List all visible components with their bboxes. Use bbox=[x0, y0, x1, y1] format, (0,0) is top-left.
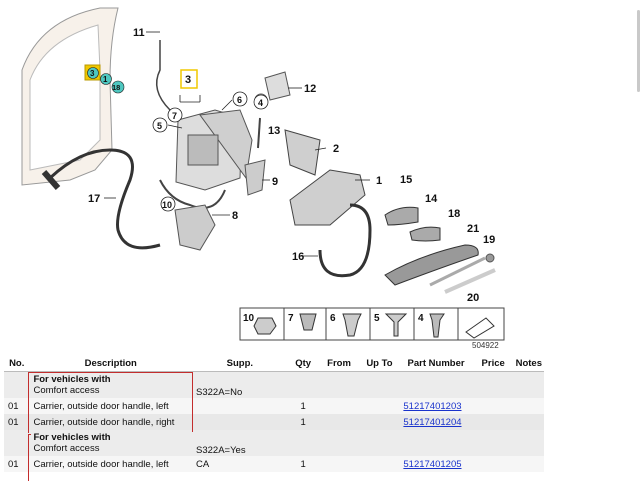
svg-text:13: 13 bbox=[268, 125, 280, 137]
row-supp bbox=[192, 414, 288, 430]
part-number-link[interactable]: 51217401204 bbox=[403, 416, 462, 428]
section-supp: S322A=No bbox=[192, 371, 288, 398]
svg-text:16: 16 bbox=[292, 251, 304, 263]
scrollbar[interactable] bbox=[637, 10, 640, 92]
fastener-legend: 10 7 6 5 4 bbox=[239, 307, 505, 341]
header-description: Description bbox=[29, 356, 193, 372]
svg-text:9: 9 bbox=[272, 176, 278, 188]
svg-text:11: 11 bbox=[133, 27, 145, 39]
svg-text:7: 7 bbox=[172, 111, 177, 121]
section-supp: S322A=Yes bbox=[192, 430, 288, 456]
svg-text:4: 4 bbox=[418, 313, 424, 324]
svg-text:20: 20 bbox=[467, 292, 479, 304]
part-9 bbox=[244, 159, 266, 196]
svg-text:18: 18 bbox=[112, 83, 120, 92]
row-qty: 1 bbox=[287, 456, 319, 472]
trim-20 bbox=[444, 268, 496, 294]
release-unit bbox=[174, 204, 216, 251]
row-qty: 1 bbox=[287, 414, 319, 430]
bowden-cable-8 bbox=[159, 179, 226, 209]
parts-diagram: 11 3 5 6 7 4 12 13 2 9 1 8 10 17 16 15 1… bbox=[21, 7, 505, 350]
door-lock bbox=[175, 109, 253, 191]
part-12 bbox=[264, 71, 291, 101]
part-number-link[interactable]: 51217401203 bbox=[403, 400, 462, 412]
table-row[interactable]: 01 Carrier, outside door handle, right 1… bbox=[4, 414, 544, 430]
svg-text:15: 15 bbox=[400, 174, 412, 186]
row-description: Carrier, outside door handle, right bbox=[29, 414, 193, 430]
part-number-link[interactable]: 51217401205 bbox=[403, 458, 462, 470]
svg-text:1: 1 bbox=[376, 175, 382, 187]
header-notes: Notes bbox=[513, 356, 544, 372]
section-title: For vehicles with bbox=[33, 432, 111, 443]
group-marker-end bbox=[28, 372, 193, 432]
row-description: Carrier, outside door handle, left bbox=[29, 456, 193, 472]
callout-3-box bbox=[180, 69, 198, 89]
section-title: For vehicles with bbox=[33, 374, 111, 385]
row-no: 01 bbox=[4, 456, 30, 472]
svg-text:2: 2 bbox=[333, 143, 339, 155]
svg-text:3: 3 bbox=[90, 69, 95, 78]
part-19 bbox=[485, 253, 495, 263]
row-no: 01 bbox=[4, 398, 30, 414]
handle-caps bbox=[384, 206, 441, 242]
svg-text:14: 14 bbox=[425, 193, 438, 205]
svg-text:10: 10 bbox=[243, 313, 255, 324]
svg-text:6: 6 bbox=[330, 313, 336, 324]
parts-table: No. Description Supp. Qty From Up To Par… bbox=[4, 356, 544, 472]
svg-text:17: 17 bbox=[88, 193, 100, 205]
row-no: 01 bbox=[4, 414, 30, 430]
group-marker bbox=[28, 372, 193, 433]
part-13 bbox=[257, 117, 261, 149]
svg-text:5: 5 bbox=[157, 121, 162, 131]
header-price: Price bbox=[472, 356, 514, 372]
outside-door-handle bbox=[384, 244, 479, 286]
table-row[interactable]: 01 Carrier, outside door handle, left 1 … bbox=[4, 398, 544, 414]
svg-text:5: 5 bbox=[374, 313, 380, 324]
header-upto: Up To bbox=[359, 356, 400, 372]
svg-text:4: 4 bbox=[258, 98, 263, 108]
svg-text:6: 6 bbox=[237, 95, 242, 105]
row-description: Carrier, outside door handle, left bbox=[29, 398, 193, 414]
group-marker bbox=[28, 434, 31, 481]
row-qty: 1 bbox=[287, 398, 319, 414]
trim-21 bbox=[429, 256, 486, 287]
svg-text:12: 12 bbox=[304, 83, 316, 95]
header-supp: Supp. bbox=[192, 356, 288, 372]
rod-11 bbox=[155, 40, 171, 111]
section-subtitle: Comfort access bbox=[33, 385, 100, 396]
svg-text:7: 7 bbox=[288, 313, 294, 324]
callout-labels: 11 3 5 6 7 4 12 13 2 9 1 8 10 17 16 15 1… bbox=[84, 27, 495, 304]
door-outline bbox=[21, 7, 119, 186]
header-from: From bbox=[318, 356, 360, 372]
cable-17 bbox=[48, 148, 161, 250]
section-subtitle: Comfort access bbox=[33, 443, 100, 454]
svg-text:3: 3 bbox=[185, 74, 191, 86]
header-no: No. bbox=[4, 356, 30, 372]
table-row[interactable]: 01 Carrier, outside door handle, left CA… bbox=[4, 456, 544, 472]
svg-text:19: 19 bbox=[483, 234, 495, 246]
svg-text:21: 21 bbox=[467, 223, 479, 235]
svg-text:8: 8 bbox=[232, 210, 238, 222]
image-number: 504922 bbox=[472, 341, 499, 350]
row-supp bbox=[192, 398, 288, 414]
table-header-row: No. Description Supp. Qty From Up To Par… bbox=[4, 356, 544, 372]
svg-text:10: 10 bbox=[162, 200, 172, 210]
svg-text:1: 1 bbox=[103, 75, 108, 84]
handle-carrier bbox=[284, 129, 366, 226]
row-supp: CA bbox=[192, 456, 288, 472]
svg-text:18: 18 bbox=[448, 208, 460, 220]
header-partno: Part Number bbox=[399, 356, 473, 372]
cable-16 bbox=[318, 203, 372, 278]
header-qty: Qty bbox=[287, 356, 319, 372]
